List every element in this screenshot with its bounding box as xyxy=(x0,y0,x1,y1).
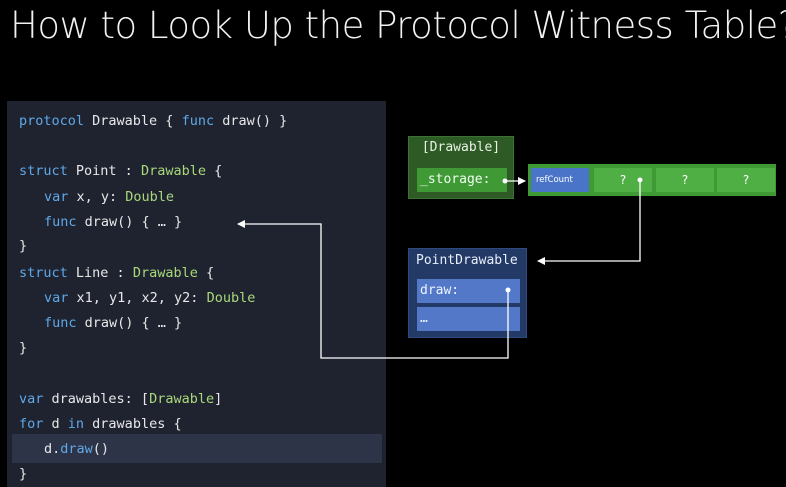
heap-buffer: refCount ? ? ? xyxy=(528,164,776,196)
refcount-cell: refCount xyxy=(531,168,589,192)
code-line: } xyxy=(19,466,28,482)
type-name: Drawable xyxy=(140,163,206,179)
code-line: struct Line : Drawable { xyxy=(19,261,214,285)
code-line: d.draw() xyxy=(44,437,109,461)
code-line: var x, y: Double xyxy=(44,185,174,209)
keyword: var xyxy=(19,391,44,407)
code-line: } xyxy=(19,238,28,254)
code-text: Line : xyxy=(67,265,133,281)
keyword: protocol xyxy=(19,113,85,129)
code-line: struct Point : Drawable { xyxy=(19,159,222,183)
existential-label: [Drawable] xyxy=(421,140,501,155)
keyword: struct xyxy=(19,265,68,281)
code-text: () xyxy=(92,441,110,457)
heap-to-witness-table-arrow xyxy=(537,177,643,265)
code-line: for d in drawables { xyxy=(19,412,182,436)
code-panel xyxy=(7,101,386,487)
code-text: Point : xyxy=(67,163,141,179)
keyword: func xyxy=(44,214,77,230)
heap-cell: ? xyxy=(656,168,714,192)
existential-container: [Drawable] _storage: xyxy=(408,136,514,199)
keyword: var xyxy=(44,189,69,205)
code-text: x, y: xyxy=(68,189,126,205)
code-line: func draw() { … } xyxy=(44,311,182,335)
witness-table-label: PointDrawable xyxy=(416,253,518,268)
code-text: d xyxy=(43,416,68,432)
code-text: draw() { … } xyxy=(76,315,183,331)
type-name: Drawable xyxy=(132,265,198,281)
keyword: struct xyxy=(19,163,68,179)
witness-entry: draw: xyxy=(417,279,520,303)
witness-table: PointDrawable draw: … xyxy=(408,248,527,338)
type-name: Double xyxy=(206,290,256,306)
code-text: { xyxy=(205,163,223,179)
keyword: func xyxy=(44,315,77,331)
witness-entry: … xyxy=(417,307,520,331)
code-line: func draw() { … } xyxy=(44,210,182,234)
slide-title: How to Look Up the Protocol Witness Tabl… xyxy=(10,4,786,47)
code-line: var x1, y1, x2, y2: Double xyxy=(44,286,255,310)
code-text: drawables { xyxy=(84,416,182,432)
code-text: draw() { … } xyxy=(76,214,183,230)
keyword: for xyxy=(19,416,44,432)
code-text: { xyxy=(197,265,215,281)
code-text: draw() } xyxy=(214,113,288,129)
code-text: d. xyxy=(44,441,61,457)
type-name: Double xyxy=(125,189,175,205)
draw-entry-to-implementation-arrow xyxy=(237,220,511,359)
type-name: Drawable xyxy=(149,391,215,407)
code-line: var drawables: [Drawable] xyxy=(19,387,222,411)
code-line: protocol Drawable { func draw() } xyxy=(19,109,287,133)
heap-cell: ? xyxy=(717,168,775,192)
keyword: var xyxy=(44,290,69,306)
code-text: drawables: [ xyxy=(43,391,150,407)
method-call: draw xyxy=(60,441,93,457)
code-line: } xyxy=(19,340,28,356)
code-text: x1, y1, x2, y2: xyxy=(68,290,207,306)
keyword: in xyxy=(67,416,85,432)
highlighted-line xyxy=(12,434,382,463)
storage-field: _storage: xyxy=(417,168,507,192)
keyword: func xyxy=(181,113,215,129)
storage-to-heap-arrow xyxy=(502,177,526,185)
code-text: ] xyxy=(214,391,223,407)
code-text: Drawable { xyxy=(84,113,182,129)
